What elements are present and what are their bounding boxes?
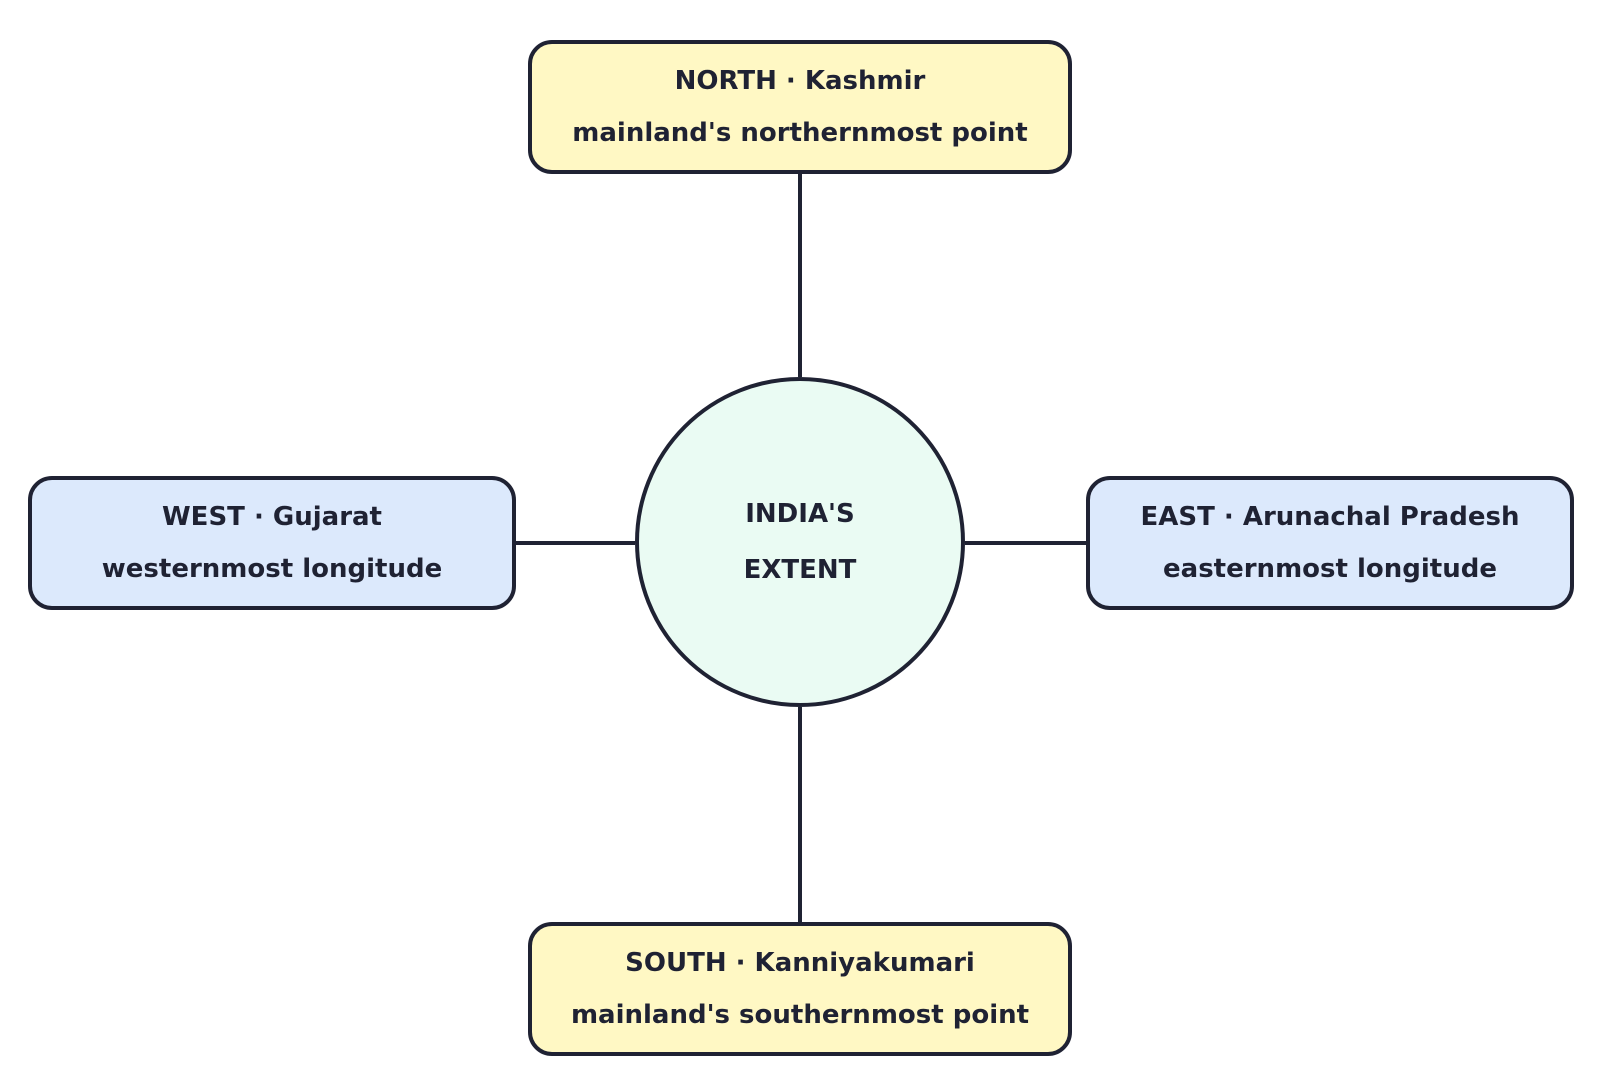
node-south-heading: SOUTH · Kanniyakumari [625,948,975,978]
center-hub-line2: EXTENT [743,555,857,585]
node-east-heading: EAST · Arunachal Pradesh [1140,502,1520,532]
node-west-heading: WEST · Gujarat [162,502,382,532]
node-south: SOUTH · Kanniyakumari mainland's souther… [528,922,1072,1056]
node-north: NORTH · Kashmir mainland's northernmost … [528,40,1072,174]
node-west-caption: westernmost longitude [101,554,443,584]
node-east-caption: easternmost longitude [1163,554,1497,584]
node-south-caption: mainland's southernmost point [570,1000,1030,1030]
node-north-caption: mainland's northernmost point [572,118,1028,148]
node-east: EAST · Arunachal Pradesh easternmost lon… [1086,476,1574,610]
center-hub: INDIA'S EXTENT [635,377,965,707]
center-hub-line1: INDIA'S [745,499,855,529]
node-north-heading: NORTH · Kashmir [674,66,926,96]
node-west: WEST · Gujarat westernmost longitude [28,476,516,610]
